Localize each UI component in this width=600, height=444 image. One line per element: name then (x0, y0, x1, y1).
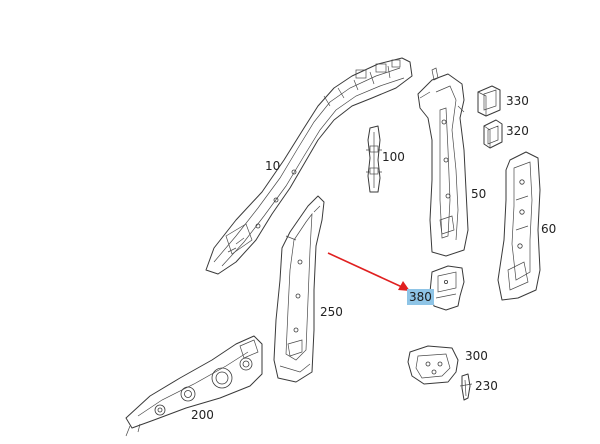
part-300-bracket[interactable] (407, 345, 459, 385)
part-320-block[interactable] (483, 119, 503, 149)
part-label-50[interactable]: 50 (471, 187, 487, 201)
leader-arrow (327, 252, 410, 291)
part-380-bracket[interactable] (429, 265, 465, 311)
part-label-60[interactable]: 60 (541, 222, 557, 236)
part-230-clip[interactable] (459, 373, 473, 401)
part-330-block[interactable] (477, 85, 501, 117)
part-label-250[interactable]: 250 (320, 305, 343, 319)
part-label-100[interactable]: 100 (382, 150, 405, 164)
part-200-cowl-panel[interactable] (125, 335, 263, 437)
part-label-10[interactable]: 10 (265, 159, 281, 173)
part-label-330[interactable]: 330 (506, 94, 529, 108)
part-250-a-pillar-lower[interactable] (273, 195, 325, 383)
part-label-230[interactable]: 230 (475, 379, 498, 393)
part-label-300[interactable]: 300 (465, 349, 488, 363)
part-label-200[interactable]: 200 (191, 408, 214, 422)
part-60-b-pillar-outer[interactable] (497, 151, 541, 301)
part-50-b-pillar-inner[interactable] (417, 67, 469, 257)
part-label-320[interactable]: 320 (506, 124, 529, 138)
part-10-roof-rail[interactable] (205, 57, 413, 275)
part-100-bracket[interactable] (366, 125, 382, 193)
part-label-380-selected[interactable]: 380 (407, 289, 434, 305)
